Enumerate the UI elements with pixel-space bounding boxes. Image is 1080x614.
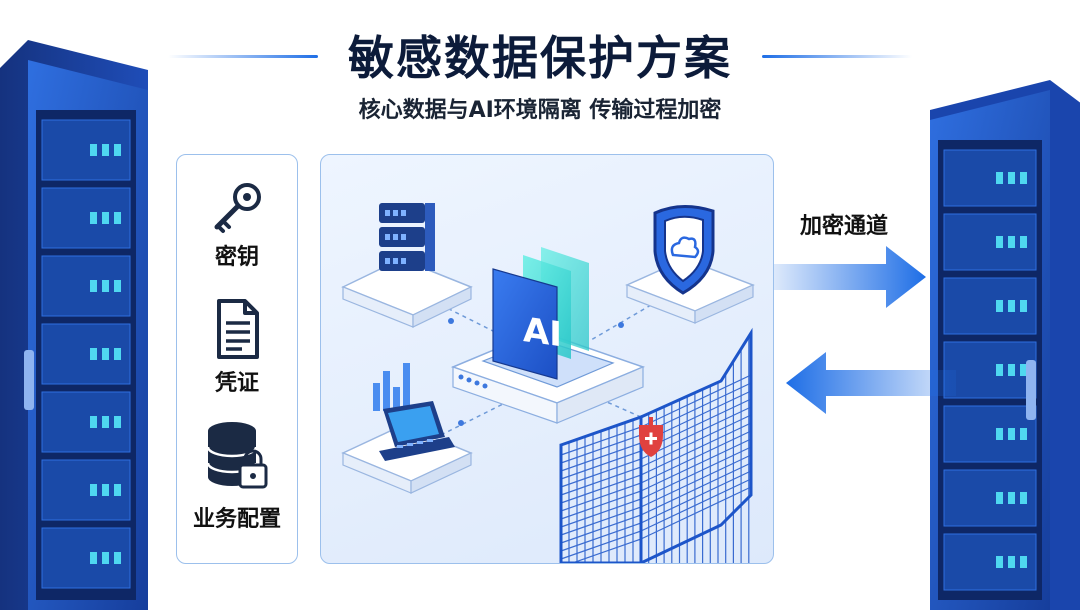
title-decor-line-left bbox=[168, 55, 318, 58]
arrow-left-icon bbox=[786, 352, 956, 414]
header: 敏感数据保护方案 bbox=[0, 22, 1080, 86]
credential-item-cert: 凭证 bbox=[177, 297, 297, 397]
server-node bbox=[341, 203, 473, 328]
shield-icon bbox=[653, 205, 715, 295]
server-icon bbox=[379, 203, 435, 271]
credential-item-key: 密钥 bbox=[177, 179, 297, 271]
medical-badge-icon bbox=[639, 417, 663, 457]
credentials-panel: 密钥 凭证 业务配置 bbox=[176, 154, 298, 564]
title-decor-line-right bbox=[762, 55, 912, 58]
credential-item-config: 业务配置 bbox=[177, 417, 297, 533]
database-lock-icon bbox=[206, 422, 268, 489]
shield-node bbox=[625, 205, 755, 324]
credential-label-key: 密钥 bbox=[214, 245, 259, 270]
laptop-icon bbox=[379, 401, 455, 461]
server-rack-left bbox=[0, 40, 148, 610]
key-icon bbox=[214, 183, 261, 233]
encrypted-channel-label: 加密通道 bbox=[800, 214, 889, 239]
arrow-right-icon bbox=[774, 246, 926, 308]
page-title: 敏感数据保护方案 bbox=[348, 31, 732, 85]
fence-icon bbox=[559, 327, 753, 563]
bar-chart-icon bbox=[373, 363, 410, 411]
ai-cards bbox=[492, 247, 589, 380]
credential-label-config: 业务配置 bbox=[192, 507, 281, 532]
ai-platform: AI bbox=[450, 247, 646, 424]
server-rack-right bbox=[930, 40, 1080, 610]
credential-label-cert: 凭证 bbox=[214, 371, 259, 396]
page-subtitle: 核心数据与AI环境隔离 传输过程加密 bbox=[358, 98, 722, 123]
laptop-node bbox=[341, 363, 473, 494]
ai-environment-panel: AI bbox=[320, 154, 774, 564]
ai-label: AI bbox=[523, 310, 562, 355]
document-icon bbox=[217, 299, 259, 359]
